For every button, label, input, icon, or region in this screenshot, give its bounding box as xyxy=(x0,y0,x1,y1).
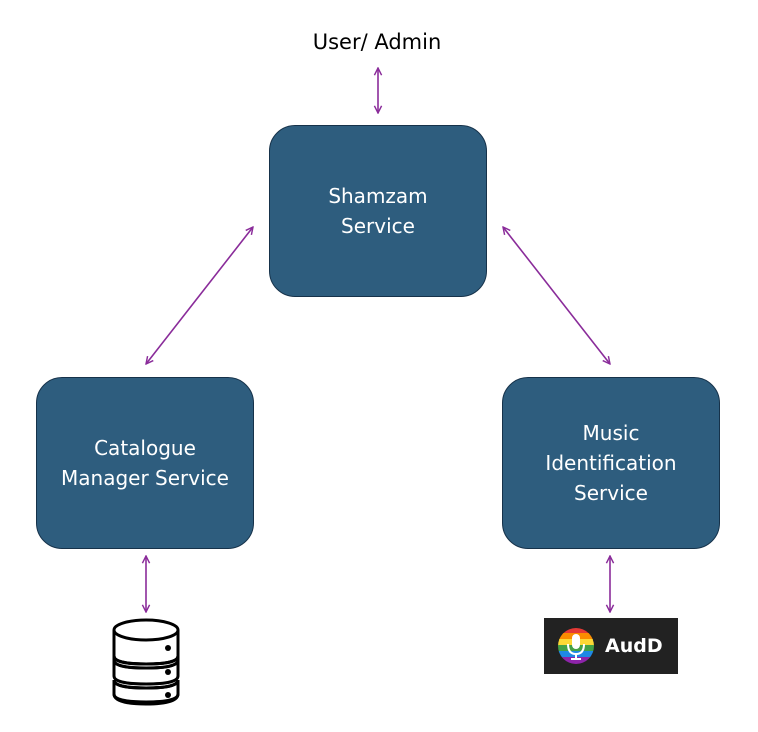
catalogue-service-label-line-1: Catalogue xyxy=(94,436,196,460)
shamzam-service-label-line-1: Shamzam xyxy=(328,184,428,208)
music-identification-service-box: Music Identification Service xyxy=(502,377,720,549)
database-icon xyxy=(112,618,180,706)
music-service-label-line-1: Music xyxy=(582,421,640,445)
arrow-shamzam-catalogue xyxy=(146,227,253,364)
shamzam-service-label-line-2: Service xyxy=(341,214,415,238)
music-service-label-line-2: Identification xyxy=(545,451,677,475)
audd-logo: AudD xyxy=(544,618,678,674)
audd-logo-text: AudD xyxy=(605,635,663,657)
catalogue-service-label-line-2: Manager Service xyxy=(61,466,229,490)
audd-logo-icon xyxy=(558,628,594,664)
arrow-shamzam-music xyxy=(503,227,610,364)
music-service-label-line-3: Service xyxy=(574,481,648,505)
shamzam-service-box: Shamzam Service xyxy=(269,125,487,297)
catalogue-manager-service-box: Catalogue Manager Service xyxy=(36,377,254,549)
user-admin-label: User/ Admin xyxy=(312,30,442,54)
